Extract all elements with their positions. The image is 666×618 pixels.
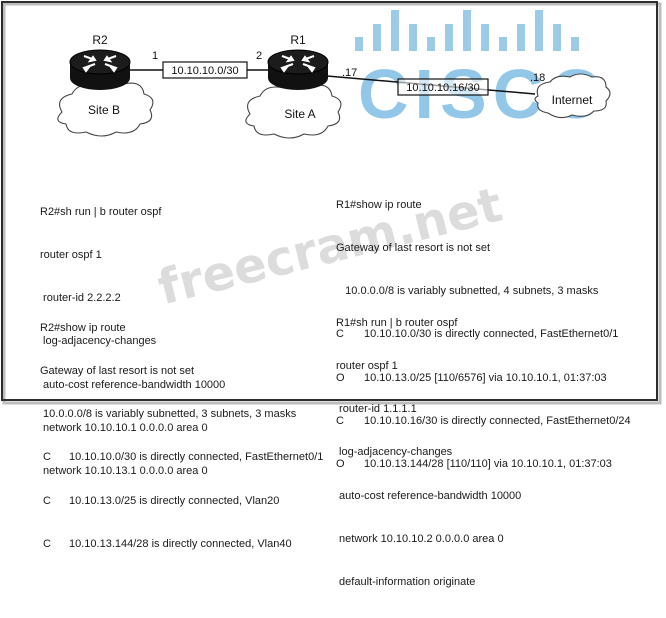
- route-entry: C 10.10.13.144/28 is directly connected,…: [40, 537, 323, 551]
- cisco-logo-bars: [355, 10, 579, 51]
- r1-outside-interface-label: .17: [342, 67, 357, 79]
- config-line: router-id 1.1.1.1: [336, 403, 417, 416]
- subnet-label-r1-internet: 10.10.10.16/30: [406, 82, 479, 94]
- route-code: O: [336, 371, 345, 384]
- frame-border: [1, 1, 658, 401]
- subnet-box-r2-r1: [162, 61, 248, 79]
- config-line: default-information originate: [336, 576, 476, 589]
- route-text: 10.10.13.144/28 is directly connected, V…: [69, 537, 292, 550]
- config-line: auto-cost reference-bandwidth 10000: [40, 378, 226, 391]
- config-line: network 10.10.10.2 0.0.0.0 area 0: [336, 532, 504, 545]
- route-text: 10.10.10.0/30 is directly connected, Fas…: [364, 328, 619, 341]
- route-header-line: Gateway of last resort is not set: [40, 365, 195, 378]
- route-text: 10.10.10.0/30 is directly connected, Fas…: [69, 451, 324, 464]
- internet-label: Internet: [552, 93, 593, 107]
- router-r1-icon: [267, 49, 329, 90]
- route-text: 10.10.13.0/25 is directly connected, Vla…: [69, 494, 280, 507]
- config-line: router ospf 1: [336, 360, 398, 373]
- route-code: C: [43, 537, 51, 550]
- subnet-label-r2-r1: 10.10.10.0/30: [171, 65, 238, 77]
- internet-cloud: [534, 73, 611, 119]
- r1-interface-label: 2: [256, 50, 262, 62]
- r1-ospf-config: R1#sh run | b router ospf router ospf 1 …: [336, 287, 521, 618]
- route-code: C: [43, 494, 51, 507]
- frame-shadow: [2, 2, 662, 405]
- r2-route-table: R2#show ip route Gateway of last resort …: [40, 292, 323, 580]
- config-line: R1#sh run | b router ospf: [336, 316, 458, 329]
- r2-interface-label: 1: [152, 50, 158, 62]
- route-header-line: 10.0.0.0/8 is variably subnetted, 4 subn…: [336, 285, 599, 298]
- site-a-cloud: [245, 81, 342, 139]
- route-header-line: R2#show ip route: [40, 321, 126, 334]
- config-line: R2#sh run | b router ospf: [40, 205, 162, 218]
- route-header-line: Gateway of last resort is not set: [336, 242, 491, 255]
- route-entry: O 10.10.13.0/25 [110/6576] via 10.10.10.…: [336, 371, 631, 385]
- route-header-line: R1#show ip route: [336, 198, 422, 211]
- internet-interface-label: .18: [530, 72, 545, 84]
- site-b-label: Site B: [88, 103, 120, 117]
- route-entry: C 10.10.10.0/30 is directly connected, F…: [336, 327, 631, 341]
- route-entry: C 10.10.10.0/30 is directly connected, F…: [40, 450, 323, 464]
- figure-frame: CISCO 10.10.10.0/30 10.10.10.16/30 1 2 .…: [1, 1, 662, 588]
- subnet-box-r1-internet: [397, 78, 489, 96]
- config-line: log-adjacency-changes: [40, 335, 157, 348]
- network-diagram: CISCO 10.10.10.0/30 10.10.10.16/30 1 2 .…: [1, 1, 662, 405]
- config-line: auto-cost reference-bandwidth 10000: [336, 489, 522, 502]
- site-a-label: Site A: [284, 107, 315, 121]
- route-text: 10.10.13.0/25 [110/6576] via 10.10.10.1,…: [364, 371, 607, 384]
- route-code: C: [43, 451, 51, 464]
- router-r2-icon: [69, 49, 131, 90]
- config-line: router-id 2.2.2.2: [40, 292, 121, 305]
- config-line: router ospf 1: [40, 249, 102, 262]
- router-r1-label: R1: [290, 33, 306, 47]
- route-header-line: 10.0.0.0/8 is variably subnetted, 3 subn…: [40, 408, 297, 421]
- route-code: C: [336, 328, 344, 341]
- config-line: log-adjacency-changes: [336, 446, 453, 459]
- router-r2-label: R2: [92, 33, 108, 47]
- route-entry: C 10.10.13.0/25 is directly connected, V…: [40, 494, 323, 508]
